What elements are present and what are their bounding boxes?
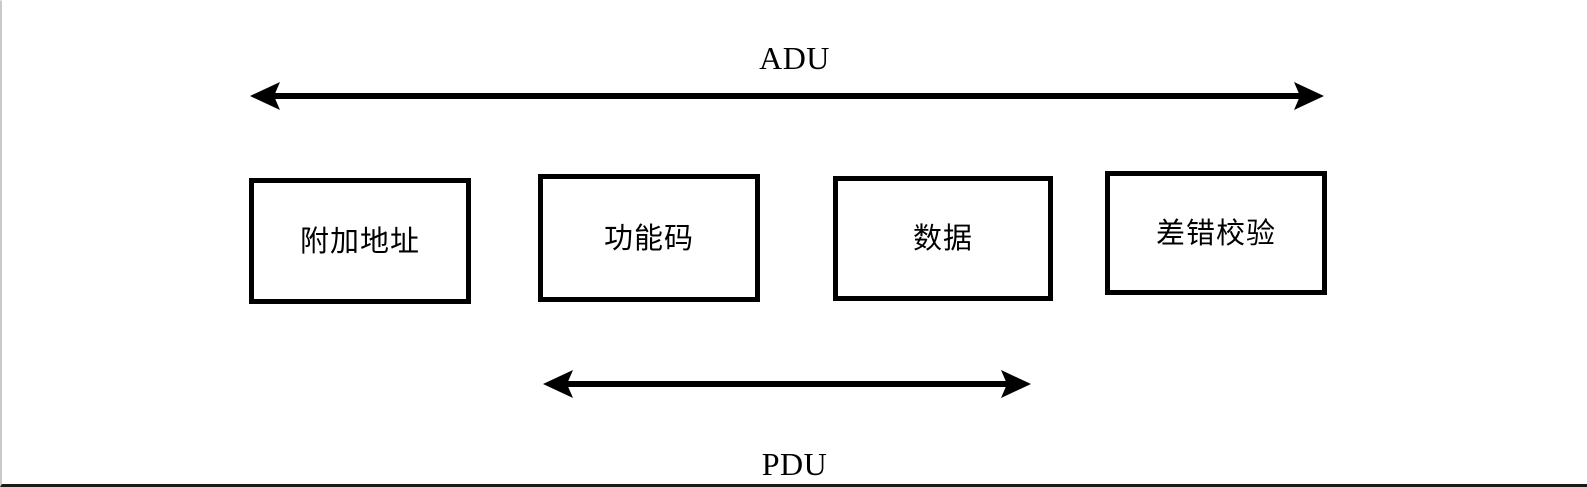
pdu-span-label: PDU	[761, 446, 828, 482]
pdu-double-arrow-icon	[543, 370, 1031, 398]
field-box-label: 数据	[912, 221, 973, 255]
field-box-label: 附加地址	[299, 223, 420, 258]
field-box-additional-address[interactable]: 附加地址	[249, 178, 471, 304]
adu-double-arrow-icon	[250, 82, 1324, 110]
field-box-label: 功能码	[603, 220, 694, 255]
adu-span-label: ADU	[759, 40, 830, 76]
field-box-error-check[interactable]: 差错校验	[1105, 171, 1327, 295]
field-box-label: 差错校验	[1155, 215, 1276, 250]
field-box-function-code[interactable]: 功能码	[538, 174, 760, 302]
field-box-data[interactable]: 数据	[833, 176, 1053, 301]
